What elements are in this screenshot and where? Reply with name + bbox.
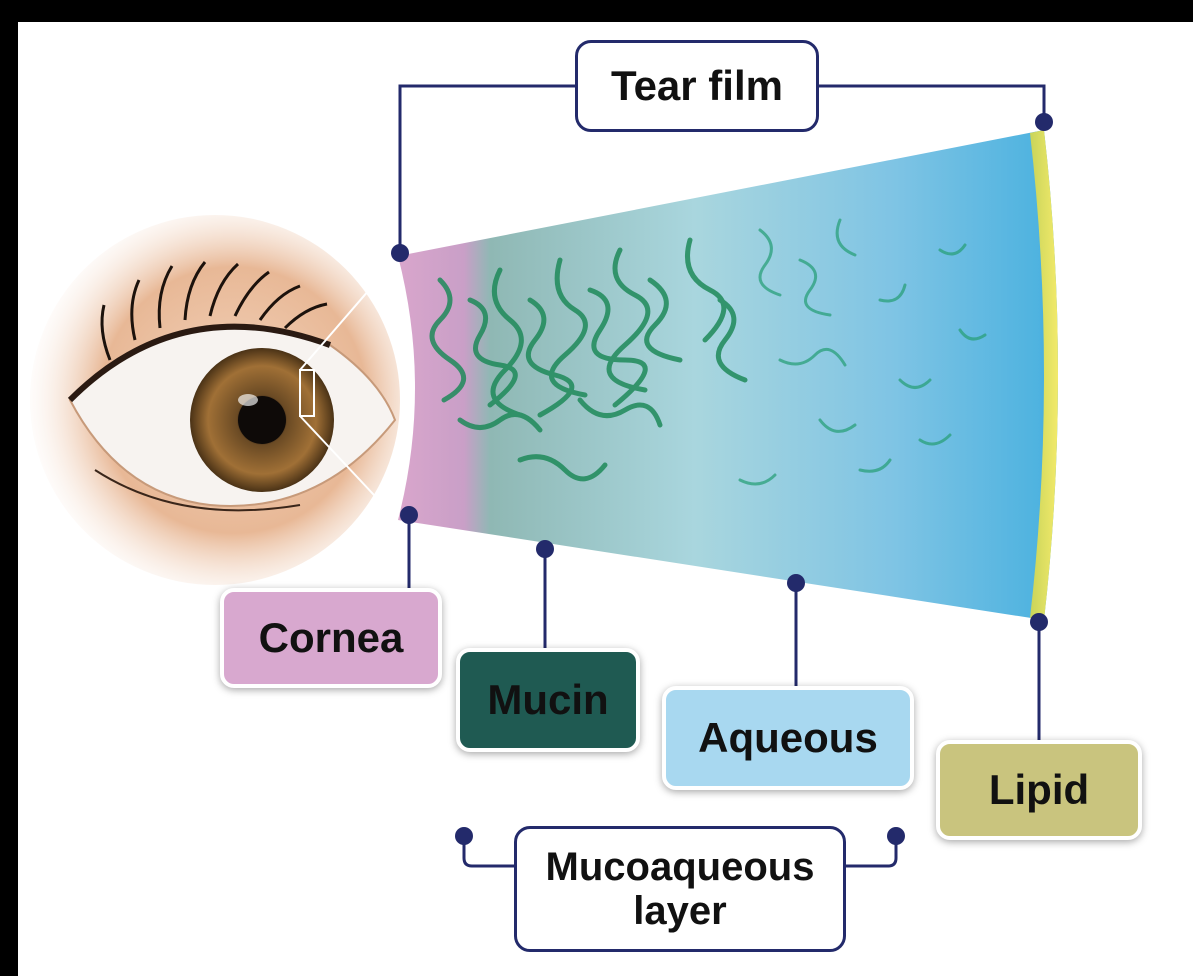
tear-film-label: Tear film (575, 40, 819, 132)
cornea-label: Cornea (220, 588, 442, 688)
cornea-text: Cornea (259, 614, 404, 662)
tear-film-text: Tear film (611, 62, 783, 110)
lipid-text: Lipid (989, 766, 1089, 814)
tear-film-cross-section (398, 130, 1058, 620)
tear-film-left-dot (391, 244, 409, 262)
lipid-dot (1030, 613, 1048, 631)
aqueous-dot (787, 574, 805, 592)
aqueous-text: Aqueous (698, 714, 878, 762)
mucoaqueous-text-line1: Mucoaqueous (546, 845, 815, 889)
cornea-dot (400, 506, 418, 524)
mucin-text: Mucin (487, 676, 608, 724)
mucoaqueous-left-dot (455, 827, 473, 845)
aqueous-label: Aqueous (662, 686, 914, 790)
mucoaqueous-label: Mucoaqueous layer (514, 826, 846, 952)
tear-film-right-dot (1035, 113, 1053, 131)
lipid-label: Lipid (936, 740, 1142, 840)
mucoaqueous-right-dot (887, 827, 905, 845)
mucin-label: Mucin (456, 648, 640, 752)
mucoaqueous-text-line2: layer (633, 889, 726, 933)
eye-illustration (30, 215, 400, 585)
mucin-dot (536, 540, 554, 558)
